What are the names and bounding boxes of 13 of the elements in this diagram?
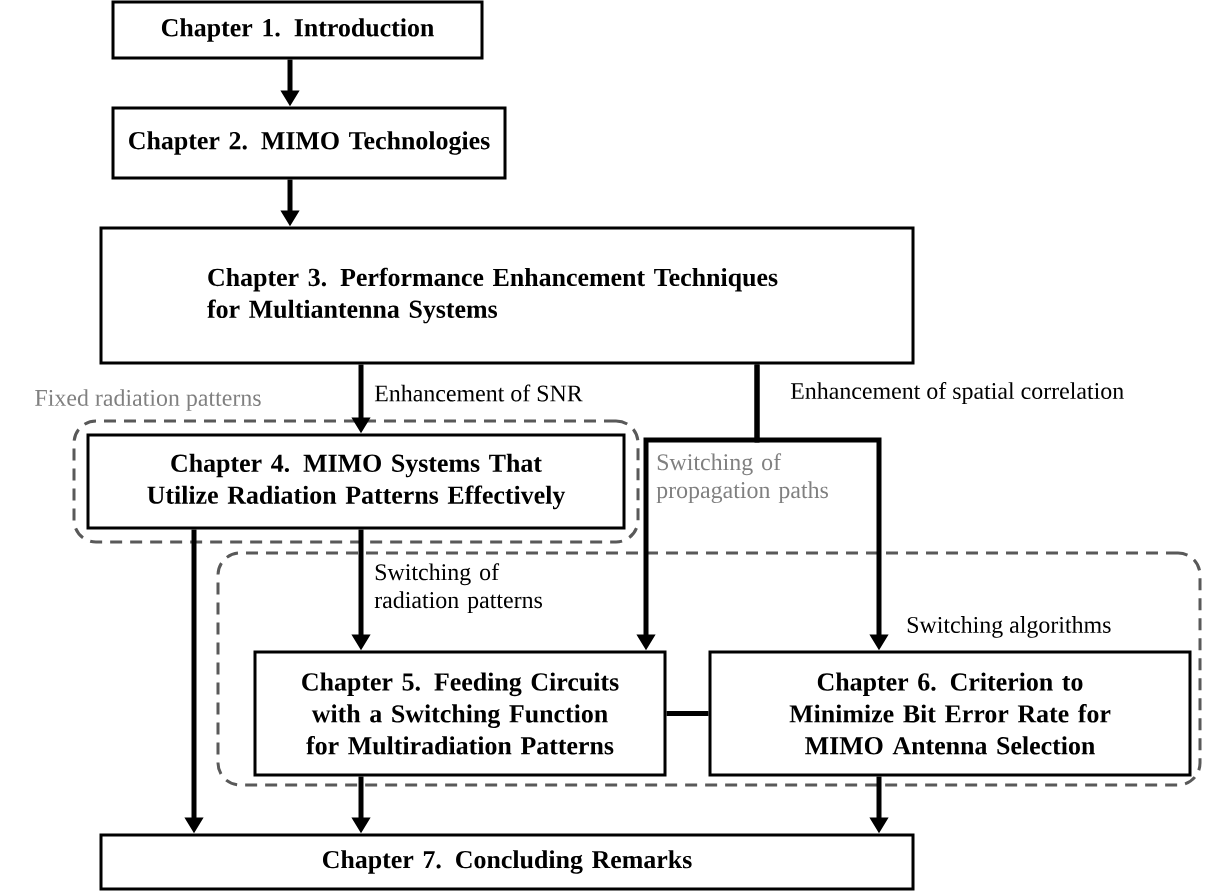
edge-label: Enhancement of SNR xyxy=(374,384,583,402)
edge-label: Switching of propagation paths xyxy=(656,453,828,504)
edge-label: Switching of radiation patterns xyxy=(374,563,542,613)
group-label: Switching algorithms xyxy=(907,616,1111,638)
group-label: Fixed radiation patterns xyxy=(35,389,261,411)
chapter-box: Chapter 3. Performance Enhancement Techniques for Multiantenna Systems xyxy=(99,226,915,365)
chapter-box: Chapter 7. Concluding Remarks xyxy=(99,833,915,891)
chapter-box: Chapter 5. Feeding Circuits with a Switching Function for Multiradiation Patterns xyxy=(253,650,667,777)
chapter-box: Chapter 6. Criterion to Minimize Bit Error Rate for MIMO Antenna Selection xyxy=(708,650,1192,777)
edge-label: Enhancement of spatial correlation xyxy=(790,382,1124,404)
chapter-box: Chapter 2. MIMO Technologies xyxy=(111,106,507,180)
chapter-box: Chapter 4. MIMO Systems That Utilize Radiation Patterns Effectively xyxy=(86,433,626,530)
chapter-box: Chapter 1. Introduction xyxy=(111,0,484,60)
